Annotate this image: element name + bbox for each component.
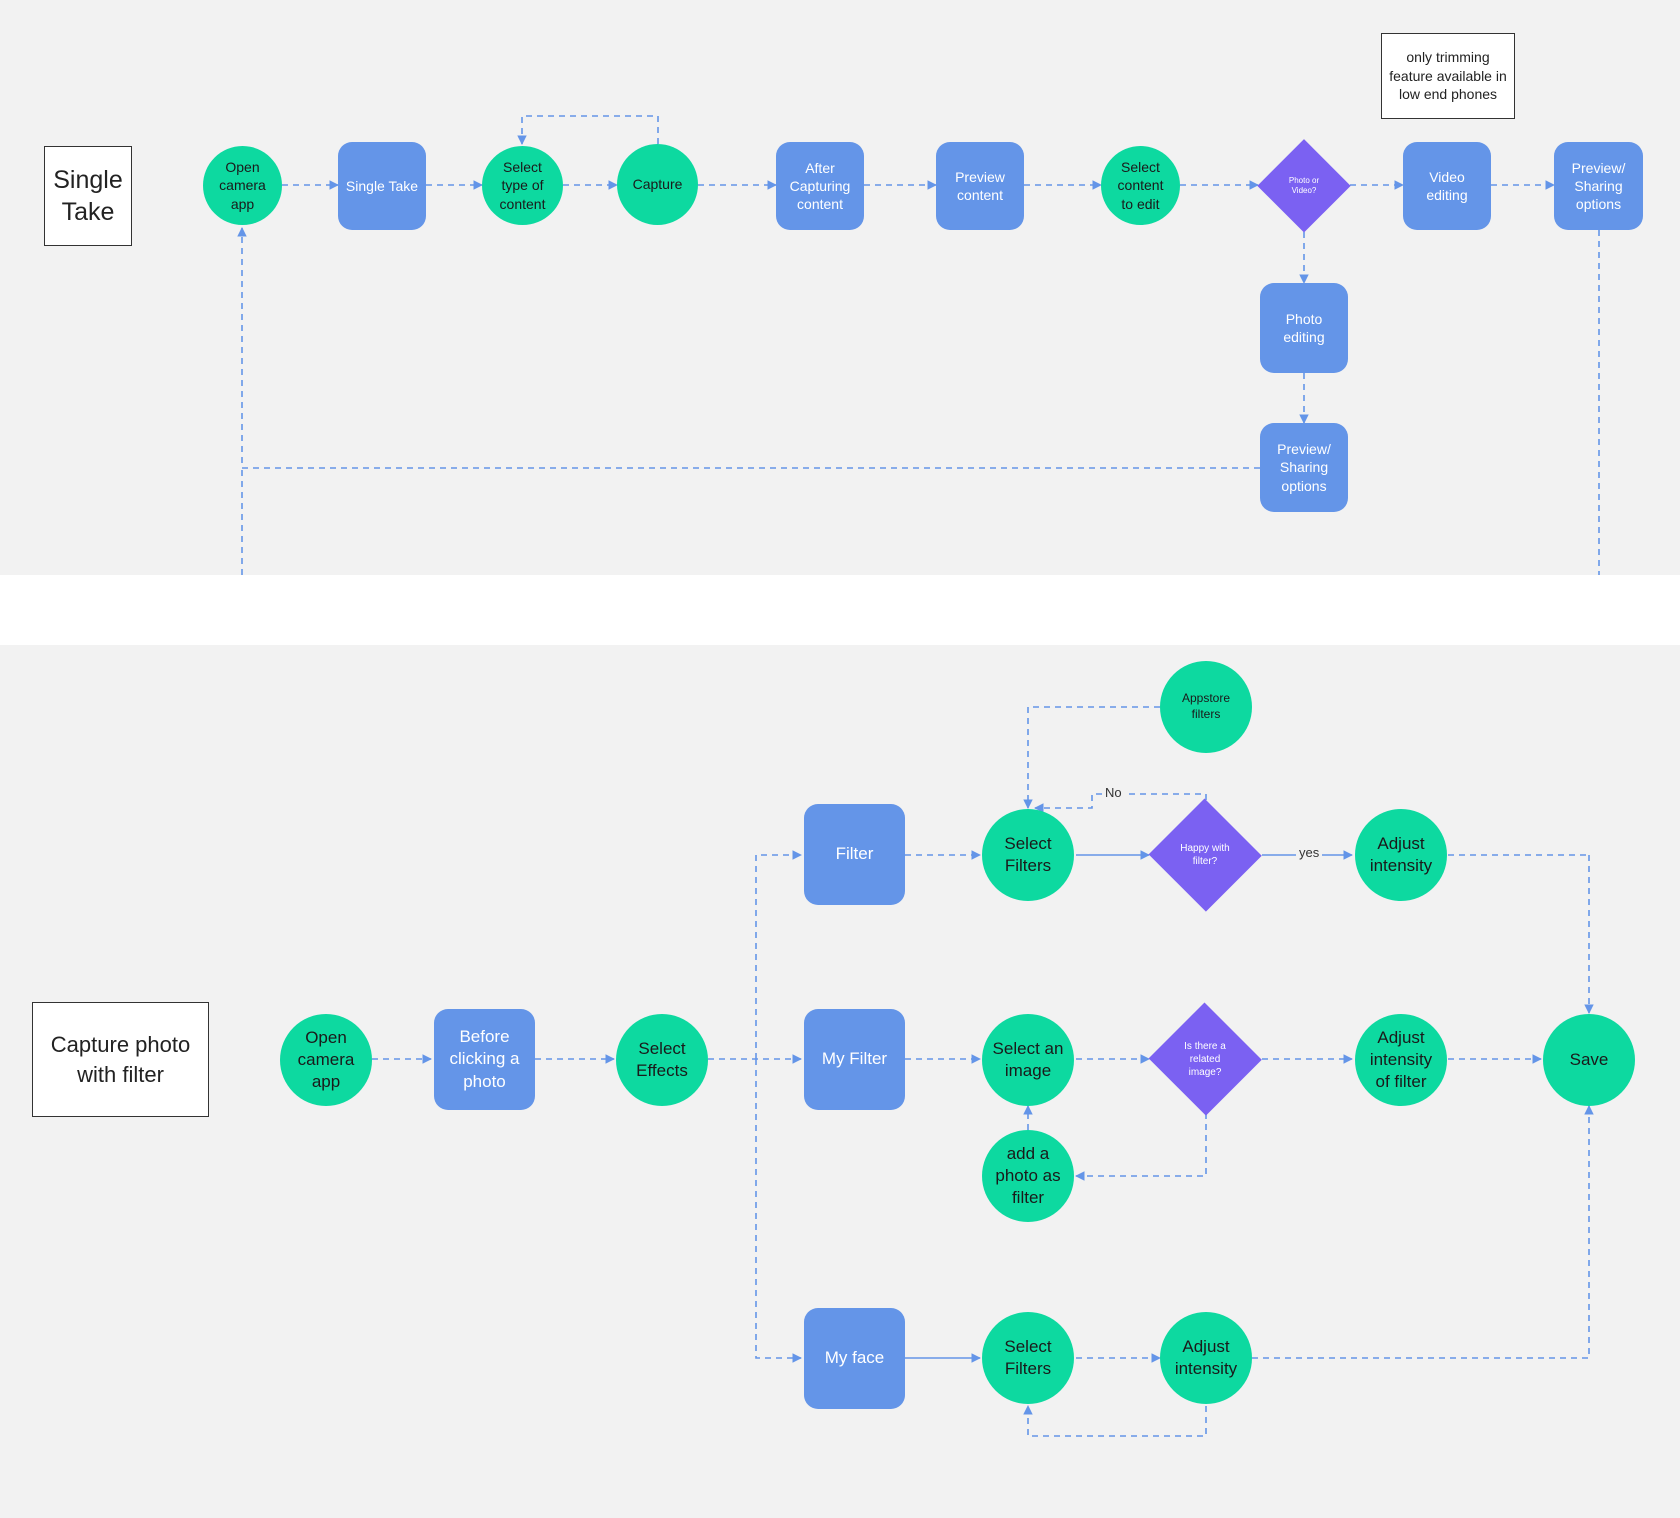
st-single-take: Single Take: [338, 142, 426, 230]
cf-add-photo-filter: add a photo as filter: [982, 1130, 1074, 1222]
st-photo-editing: Photo editing: [1260, 283, 1348, 373]
st-preview-content: Preview content: [936, 142, 1024, 230]
st-preview-sharing-right: Preview/ Sharing options: [1554, 142, 1643, 230]
single-take-title: Single Take: [44, 146, 132, 246]
edge-capture-loop: [517, 115, 659, 145]
cf-appstore-filters: Appstore filters: [1160, 661, 1252, 753]
cf-filter: Filter: [804, 804, 905, 905]
edge-preview-back: [237, 227, 1260, 469]
st-preview-sharing-bottom: Preview/ Sharing options: [1260, 423, 1348, 512]
cf-save: Save: [1543, 1014, 1635, 1106]
edge-adjust-face-loop: [1023, 1405, 1207, 1437]
edge-related-addphoto: [1075, 1113, 1207, 1181]
cf-before-clicking: Before clicking a photo: [434, 1009, 535, 1110]
capture-filter-title: Capture photo with filter: [32, 1002, 209, 1117]
edge-label-yes: yes: [1296, 845, 1323, 860]
edge-branch-face: [755, 1059, 802, 1363]
st-video-editing: Video editing: [1403, 142, 1491, 230]
trimming-note: only trimming feature available in low e…: [1381, 33, 1515, 119]
cf-select-filters-top: Select Filters: [982, 809, 1074, 901]
cf-happy-with-filter: Happy with filter?: [1149, 800, 1261, 910]
st-select-content-edit: Select content to edit: [1101, 146, 1180, 225]
cf-adjust-intensity-filter: Adjust intensity of filter: [1355, 1014, 1447, 1106]
edge-appstore-select: [1023, 706, 1160, 809]
edge-happy-no: [1034, 793, 1207, 813]
cf-select-effects: Select Effects: [616, 1014, 708, 1106]
edge-branch-filter: [755, 850, 802, 1059]
st-open-camera: Open camera app: [203, 146, 282, 225]
st-photo-or-video: Photo or Video?: [1258, 140, 1350, 232]
cf-my-face: My face: [804, 1308, 905, 1409]
edge-label-no: No: [1102, 785, 1125, 800]
st-after-capturing: After Capturing content: [776, 142, 864, 230]
cf-my-filter: My Filter: [804, 1009, 905, 1110]
st-capture: Capture: [617, 144, 698, 225]
st-select-type: Select type of content: [482, 146, 563, 225]
cf-open-camera: Open camera app: [280, 1014, 372, 1106]
cf-related-image: Is there a related image?: [1149, 1004, 1261, 1114]
cf-adjust-intensity-face: Adjust intensity: [1160, 1312, 1252, 1404]
cf-select-filters-face: Select Filters: [982, 1312, 1074, 1404]
edge-adjust-face-save: [1252, 1105, 1594, 1359]
cf-select-an-image: Select an image: [982, 1014, 1074, 1106]
cf-adjust-intensity-top: Adjust intensity: [1355, 809, 1447, 901]
